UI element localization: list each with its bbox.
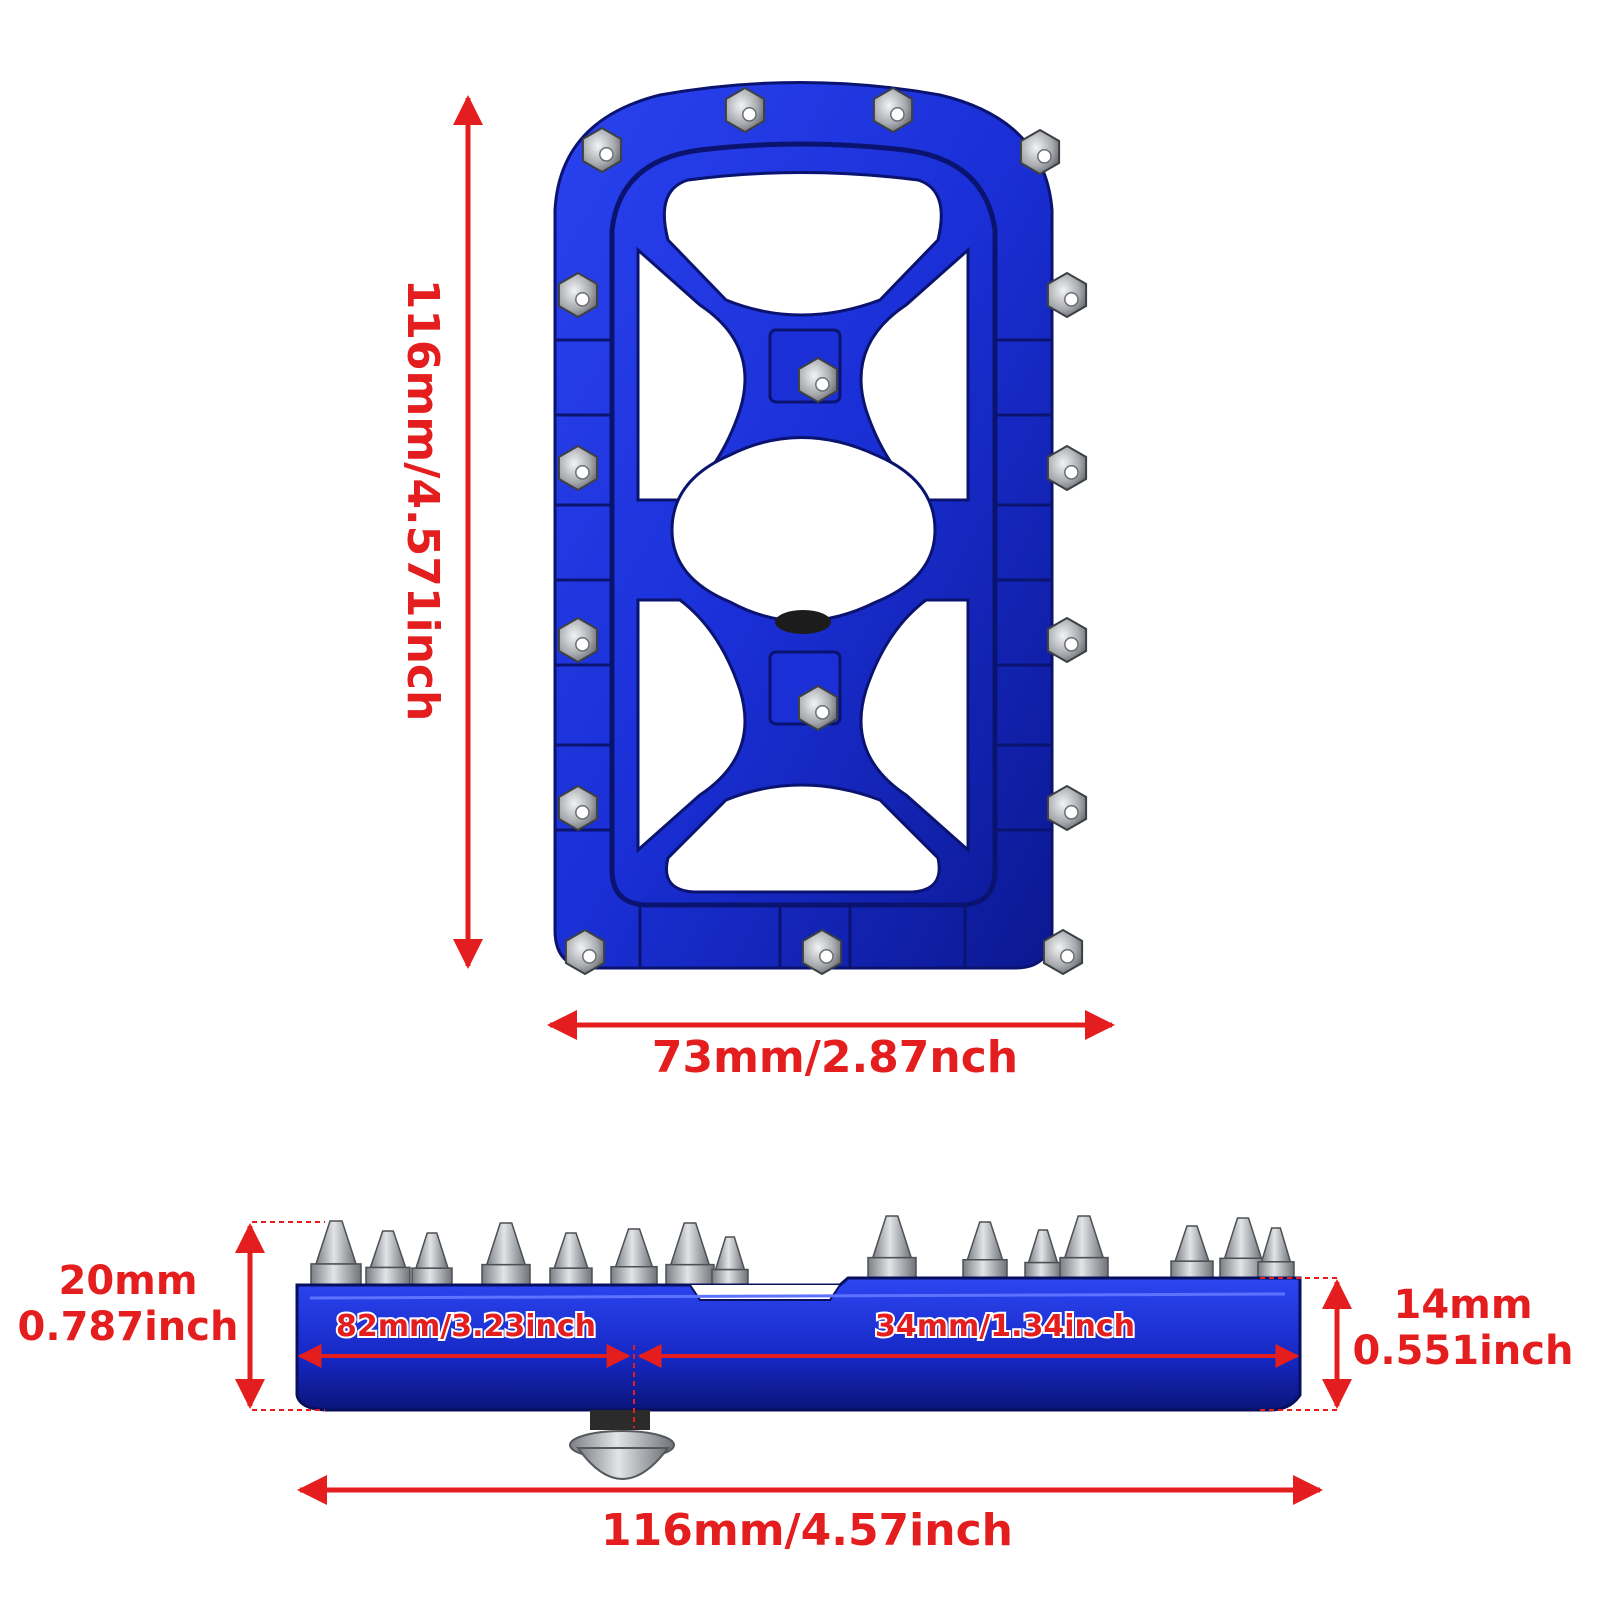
- hex-pin: [724, 86, 766, 134]
- peg-cutouts: [636, 171, 970, 894]
- side-total-height-mm: 20mm: [58, 1258, 197, 1304]
- peg-inner-frame: [609, 141, 998, 908]
- right-segment-label: 34mm/1.34inch: [875, 1309, 1135, 1344]
- top-height-dimension: 116mm/4.571inch: [397, 95, 483, 969]
- hex-pin: [557, 271, 599, 319]
- side-pin: [549, 1232, 593, 1288]
- side-pin: [1024, 1229, 1062, 1281]
- side-pin: [1257, 1227, 1295, 1281]
- hex-pin: [581, 126, 623, 174]
- side-segment-dimensions: 82mm/3.23inch 34mm/1.34inch: [297, 1307, 1300, 1428]
- side-pin: [711, 1236, 749, 1288]
- side-pin: [481, 1222, 531, 1288]
- cutout-bottom: [665, 783, 941, 894]
- hex-pin: [557, 444, 599, 492]
- mounting-bolt-head: [775, 610, 831, 634]
- top-height-label: 116mm/4.571inch: [397, 279, 448, 722]
- hex-pin: [557, 616, 599, 664]
- cutout-lower-right: [859, 598, 970, 854]
- side-pin: [310, 1220, 362, 1288]
- cutout-center: [670, 436, 937, 623]
- traction-pins-side: [310, 1215, 1295, 1288]
- side-pin: [411, 1232, 453, 1288]
- left-segment-label: 82mm/3.23inch: [336, 1309, 596, 1344]
- hex-pin: [1046, 444, 1088, 492]
- peg-side-highlight: [309, 1292, 1286, 1300]
- top-width-label: 73mm/2.87nch: [652, 1032, 1018, 1083]
- side-mount-bolt: [569, 1410, 675, 1480]
- hex-pin: [797, 356, 839, 404]
- foot-peg-side-view: [295, 1215, 1302, 1480]
- hex-pin: [557, 784, 599, 832]
- side-pin: [665, 1222, 715, 1288]
- side-pin: [610, 1228, 658, 1288]
- hex-pin: [1046, 271, 1088, 319]
- side-pin: [1170, 1225, 1214, 1281]
- hex-pin: [564, 928, 606, 976]
- side-body-height-dimension: 14mm 0.551inch: [1260, 1277, 1574, 1411]
- side-length-label: 116mm/4.57inch: [601, 1505, 1013, 1556]
- side-pin: [1059, 1215, 1109, 1281]
- side-pin: [962, 1221, 1008, 1281]
- cutout-lower-left: [636, 598, 747, 854]
- hex-pin: [1042, 928, 1084, 976]
- hex-pin: [1019, 128, 1061, 176]
- hex-pin: [1046, 784, 1088, 832]
- side-body-height-mm: 14mm: [1393, 1282, 1532, 1328]
- side-pin: [867, 1215, 917, 1281]
- side-pin: [365, 1230, 411, 1288]
- side-total-height-dimension: 20mm 0.787inch: [18, 1221, 325, 1411]
- hex-pin: [797, 684, 839, 732]
- traction-pins-top: [557, 86, 1088, 976]
- cutout-top: [662, 171, 943, 317]
- edge-ridges: [555, 338, 1052, 968]
- hex-pin: [872, 86, 914, 134]
- hex-pin: [801, 928, 843, 976]
- side-body-height-in: 0.551inch: [1353, 1328, 1574, 1374]
- top-width-dimension: 73mm/2.87nch: [547, 1010, 1115, 1083]
- foot-peg-top-view: [553, 81, 1088, 976]
- hex-pin: [1046, 616, 1088, 664]
- side-total-height-in: 0.787inch: [18, 1304, 239, 1350]
- side-length-dimension: 116mm/4.57inch: [297, 1475, 1323, 1556]
